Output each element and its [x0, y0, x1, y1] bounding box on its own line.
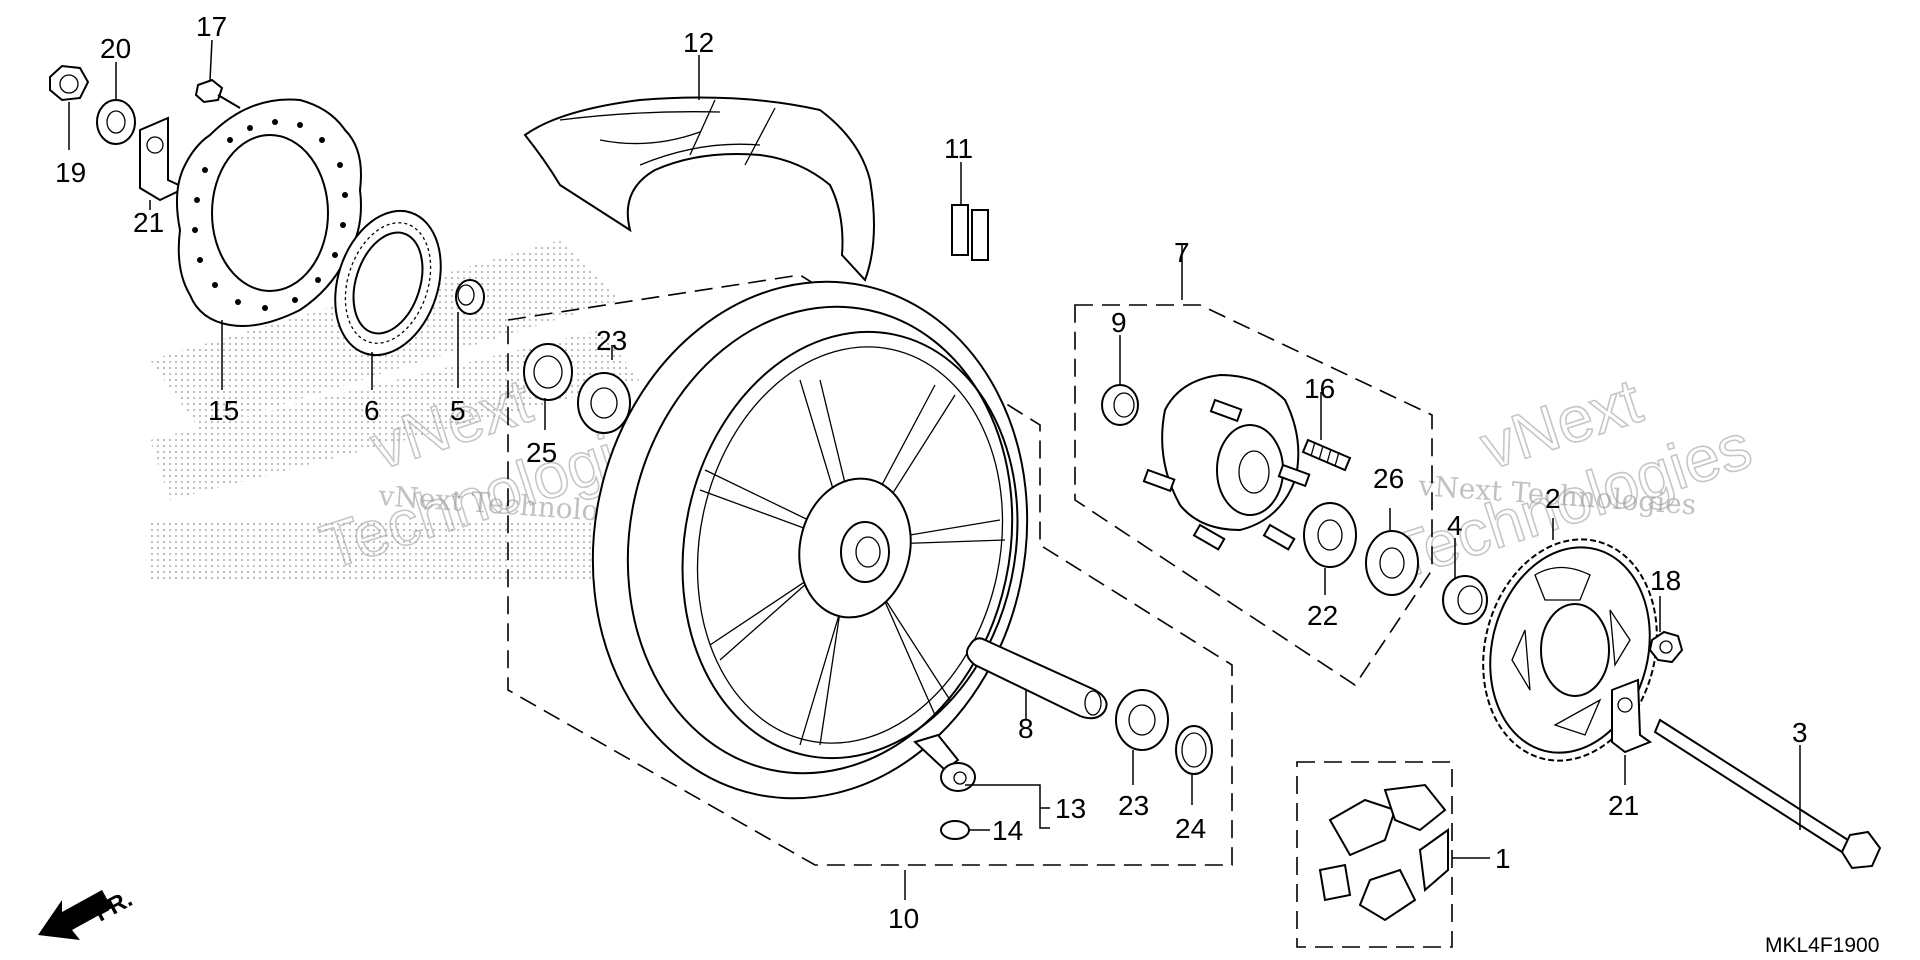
callout-7: 7	[1174, 237, 1190, 268]
callout-labels: 19 20 17 21 15 6 5 25 23 12 11 7 9 16 26…	[55, 11, 1808, 934]
callout-3: 3	[1792, 717, 1808, 748]
bolt-17	[194, 78, 241, 109]
wheel-rim-10	[591, 280, 1029, 800]
hub-assembly-outline	[1074, 304, 1433, 687]
callout-24: 26	[1373, 463, 1404, 494]
front-direction-arrow: FR.	[38, 885, 137, 940]
hub-flange-7	[1142, 373, 1311, 551]
callout-18: 18	[1650, 565, 1681, 596]
callout-16: 16	[1304, 373, 1335, 404]
nut-19	[49, 64, 90, 102]
o-ring-14	[940, 820, 970, 840]
damper-rubber-1	[1318, 783, 1449, 922]
callout-12: 12	[683, 27, 714, 58]
bearing-23-lower	[1115, 689, 1169, 751]
balance-weight-11	[951, 204, 989, 261]
axle-3	[1653, 718, 1882, 870]
oil-seal-24	[1365, 530, 1419, 596]
leader-lines	[68, 39, 1801, 900]
svg-text:FR.: FR.	[90, 885, 137, 927]
callout-4: 4	[1447, 510, 1463, 541]
callout-5: 5	[450, 395, 466, 426]
callout-21a: 21	[133, 207, 164, 238]
spacer-tube-8	[965, 637, 1108, 720]
nut-18	[1648, 630, 1684, 664]
callout-21b: 21	[1608, 790, 1639, 821]
callout-1: 1	[1495, 843, 1511, 874]
callout-20: 20	[100, 33, 131, 64]
collar-4	[1442, 575, 1488, 625]
callout-8: 8	[1018, 713, 1034, 744]
circlip-26	[1175, 725, 1213, 775]
callout-19: 19	[55, 157, 86, 188]
callout-15: 15	[208, 395, 239, 426]
oil-seal-25	[523, 343, 573, 401]
brake-disc-15	[176, 98, 362, 327]
callout-25: 25	[526, 437, 557, 468]
callout-10: 10	[888, 903, 919, 934]
stud-16	[1301, 438, 1352, 472]
tire-12	[523, 96, 875, 282]
callout-23a: 23	[596, 325, 627, 356]
bearing-22	[1303, 502, 1357, 568]
callout-14: 14	[992, 815, 1023, 846]
collar-9	[1101, 384, 1139, 426]
callout-6: 6	[364, 395, 380, 426]
collar-5	[455, 279, 485, 315]
callout-11: 11	[944, 133, 973, 164]
valve-13	[913, 733, 976, 792]
callout-2: 2	[1545, 483, 1561, 514]
bearing-23-upper	[577, 372, 631, 434]
callout-9: 9	[1111, 307, 1127, 338]
washer-20	[96, 99, 136, 145]
diagram-code: MKL4F1900	[1765, 934, 1879, 957]
callout-17: 17	[196, 11, 227, 42]
callout-26: 24	[1175, 813, 1206, 844]
pulser-ring-6	[334, 209, 442, 357]
callout-13: 13	[1055, 793, 1086, 824]
callout-22: 22	[1307, 600, 1338, 631]
bracket-21-lower	[1611, 678, 1653, 754]
callout-23b: 23	[1118, 790, 1149, 821]
damper-outline	[1296, 761, 1453, 948]
